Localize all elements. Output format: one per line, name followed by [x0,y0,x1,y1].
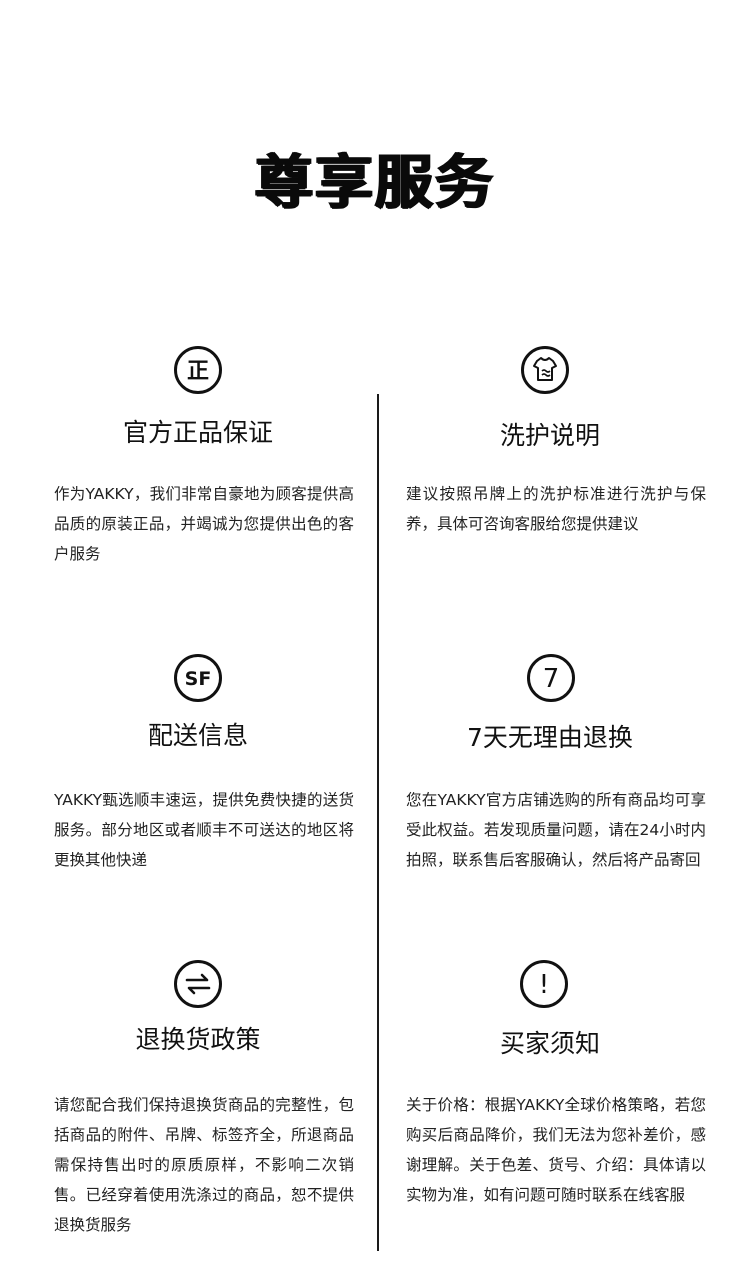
page-title: 尊享服务 [254,148,495,216]
service-title: 7天无理由退换 [467,723,633,752]
service-description: 建议按照吊牌上的洗护标准进行洗护与保养，具体可咨询客服给您提供建议 [406,485,706,533]
service-description: YAKKY甄选顺丰速运，提供免费快捷的送货服务。部分地区或者顺丰不可送达的地区将… [54,791,354,869]
seven-days-icon: 7 [526,653,576,703]
service-title: 配送信息 [147,721,248,750]
service-description: 关于价格：根据YAKKY全球价格策略，若您购买后商品降价，我们无法为您补差价，感… [406,1096,706,1204]
service-description: 您在YAKKY官方店铺选购的所有商品均可享受此权益。若发现质量问题，请在24小时… [406,791,706,869]
service-title: 退换货政策 [135,1025,261,1054]
svg-text:!: ! [539,970,549,1000]
service-title: 官方正品保证 [122,418,273,447]
exchange-arrows-icon [173,959,223,1009]
service-title: 买家须知 [499,1029,600,1058]
authentic-zheng-icon: 正 [173,345,223,395]
service-description: 请您配合我们保持退换货商品的完整性，包括商品的附件、吊牌、标签齐全，所退商品需保… [54,1096,354,1234]
service-description: 作为YAKKY，我们非常自豪地为顾客提供高品质的原装正品，并竭诚为您提供出色的客… [54,485,354,563]
sf-express-icon: SF [173,653,223,703]
svg-text:正: 正 [187,359,209,384]
service-title: 洗护说明 [499,421,600,450]
svg-text:7: 7 [543,664,560,694]
svg-text:SF: SF [185,668,212,690]
tshirt-wash-icon [520,345,570,395]
center-divider [377,394,379,1251]
exclamation-icon: ! [519,959,569,1009]
